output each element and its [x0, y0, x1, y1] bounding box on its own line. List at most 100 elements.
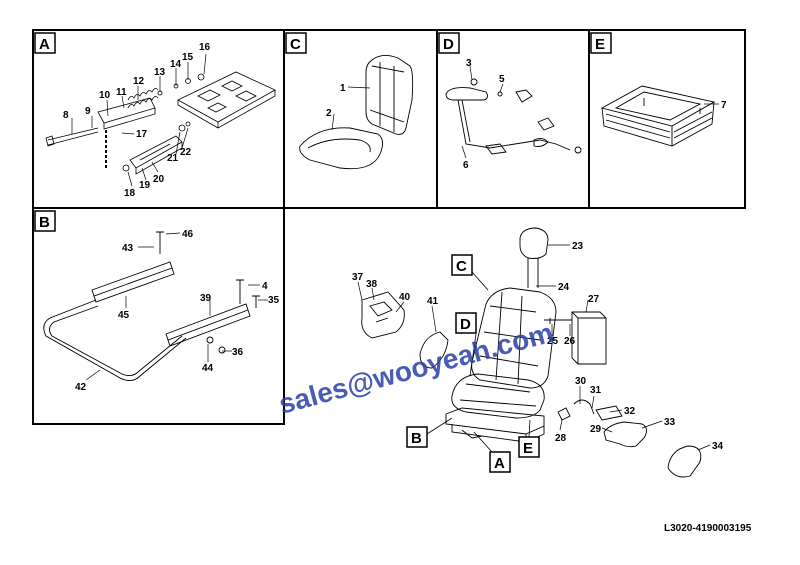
armrest-hardware [557, 399, 623, 421]
main-letter-e: E [518, 419, 540, 458]
main-letter-b: B [406, 417, 453, 448]
svg-text:E: E [523, 440, 533, 457]
main-letter-d: D [455, 312, 477, 377]
callout-30: 30 [575, 376, 587, 387]
upper-rail [91, 261, 175, 303]
callout-numbers: 8 9 10 11 12 13 14 15 16 17 18 19 20 21 … [63, 42, 727, 452]
svg-text:E: E [595, 36, 605, 53]
callout-20: 20 [153, 174, 165, 185]
callout-28: 28 [555, 433, 567, 444]
bracket [129, 135, 183, 175]
side-bracket [361, 291, 405, 339]
svg-text:A: A [494, 455, 505, 472]
callout-45: 45 [118, 310, 130, 321]
callout-36: 36 [232, 347, 244, 358]
callout-31: 31 [590, 385, 602, 396]
callout-23: 23 [572, 241, 584, 252]
panel-b-drawing [43, 231, 260, 381]
panel-e-drawing [600, 85, 716, 147]
rear-bar [43, 299, 187, 381]
lower-rail [165, 303, 251, 347]
callout-38: 38 [366, 279, 378, 290]
callout-24: 24 [558, 282, 570, 293]
panel-d-frame [436, 29, 590, 209]
callout-15: 15 [182, 52, 194, 63]
callout-10: 10 [99, 90, 111, 101]
side-cover [419, 331, 449, 369]
main-letter-c: C [451, 254, 489, 291]
slider-plate [97, 97, 156, 130]
back-pad [571, 311, 607, 365]
backrest [365, 55, 414, 135]
belt-buckle-upper [445, 87, 489, 101]
lever-rod [45, 127, 99, 147]
belt-strap [457, 99, 571, 151]
svg-text:C: C [456, 258, 467, 275]
callout-39: 39 [200, 293, 212, 304]
svg-text:C: C [290, 36, 301, 53]
panel-e-frame [588, 29, 746, 209]
panel-a-drawing [45, 71, 276, 175]
callout-37: 37 [352, 272, 364, 283]
panel-letter-c: C [285, 32, 307, 54]
seat-cushion [299, 127, 383, 170]
callout-16: 16 [199, 42, 211, 53]
panel-d-drawing [445, 78, 582, 155]
callout-19: 19 [139, 180, 151, 191]
callout-22: 22 [180, 147, 192, 158]
callout-41: 41 [427, 296, 439, 307]
svg-text:D: D [443, 36, 454, 53]
callout-25: 25 [547, 336, 559, 347]
panel-letter-d: D [438, 32, 460, 54]
svg-text:A: A [39, 36, 50, 53]
callout-4: 4 [262, 281, 268, 292]
callout-32: 32 [624, 406, 636, 417]
callout-11: 11 [116, 87, 127, 98]
spring [127, 96, 159, 109]
callout-34: 34 [712, 441, 724, 452]
sheet-code: L3020-4190003195 [664, 523, 752, 534]
callout-27: 27 [588, 294, 600, 305]
callout-6: 6 [463, 160, 469, 171]
panel-frames [32, 29, 746, 425]
main-backrest [471, 287, 557, 389]
callout-12: 12 [133, 76, 145, 87]
callout-26: 26 [564, 336, 576, 347]
main-cushion [451, 373, 545, 419]
svg-text:B: B [411, 430, 422, 447]
callout-43: 43 [122, 243, 134, 254]
callout-1: 1 [340, 83, 346, 94]
callout-21: 21 [167, 153, 179, 164]
panel-c-frame [283, 29, 438, 209]
callout-2: 2 [326, 108, 332, 119]
callout-8: 8 [63, 110, 69, 121]
callout-42: 42 [75, 382, 87, 393]
panel-c-drawing [299, 55, 414, 170]
callout-33: 33 [664, 417, 676, 428]
callout-35: 35 [268, 295, 280, 306]
svg-text:B: B [39, 214, 50, 231]
callout-3: 3 [466, 58, 472, 69]
callout-29: 29 [590, 424, 602, 435]
callout-14: 14 [170, 59, 182, 70]
callout-5: 5 [499, 74, 505, 85]
panel-b-frame [32, 207, 285, 425]
panel-letter-b: B [34, 210, 56, 232]
callout-44: 44 [202, 363, 214, 374]
headrest [519, 227, 549, 259]
base-plate [177, 71, 276, 129]
callout-46: 46 [182, 229, 194, 240]
panel-letter-e: E [590, 32, 612, 54]
svg-text:D: D [460, 316, 471, 333]
armrest-cover [667, 445, 702, 478]
callout-13: 13 [154, 67, 166, 78]
callout-17: 17 [136, 129, 148, 140]
callout-40: 40 [399, 292, 411, 303]
callout-9: 9 [85, 106, 91, 117]
callout-7: 7 [721, 100, 727, 111]
panel-letter-a: A [34, 32, 56, 54]
callout-18: 18 [124, 188, 136, 199]
main-letter-a: A [473, 431, 511, 473]
leader-lines [71, 53, 719, 451]
